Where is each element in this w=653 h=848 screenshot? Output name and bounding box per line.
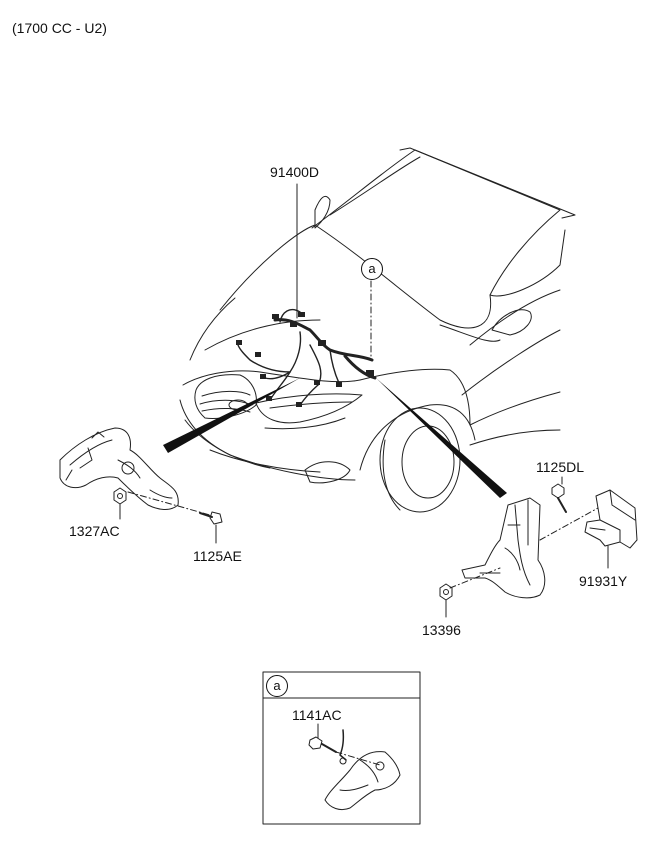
- nut-1327ac: [113, 487, 127, 520]
- bracket-left: [59, 427, 179, 510]
- part-label-wiring-harness[interactable]: 91400D: [270, 164, 320, 180]
- pointer-wedge-left: [163, 378, 300, 453]
- car-illustration: [179, 147, 576, 513]
- bolt-1125ae: [199, 511, 223, 544]
- wiring-harness-91400d: [236, 308, 377, 407]
- bolt-1125dl: [551, 476, 567, 513]
- bracket-91931y: [584, 489, 638, 569]
- nut-13396: [439, 583, 453, 618]
- part-label-bolt-right[interactable]: 1125DL: [536, 459, 585, 475]
- bracket-right: [461, 497, 546, 599]
- part-label-nut-left[interactable]: 1327AC: [69, 523, 120, 539]
- part-label-detail-bolt[interactable]: 1141AC: [292, 707, 342, 723]
- part-label-bracket-right[interactable]: 91931Y: [579, 573, 628, 589]
- detail-box: [262, 671, 421, 825]
- pointer-wedge-right: [376, 378, 507, 498]
- part-label-bolt-left[interactable]: 1125AE: [193, 548, 242, 564]
- callout-a-marker[interactable]: a: [361, 258, 383, 280]
- detail-callout-a-marker: a: [266, 675, 288, 697]
- part-label-nut-right[interactable]: 13396: [422, 622, 461, 638]
- engine-spec-note: (1700 CC - U2): [12, 20, 107, 36]
